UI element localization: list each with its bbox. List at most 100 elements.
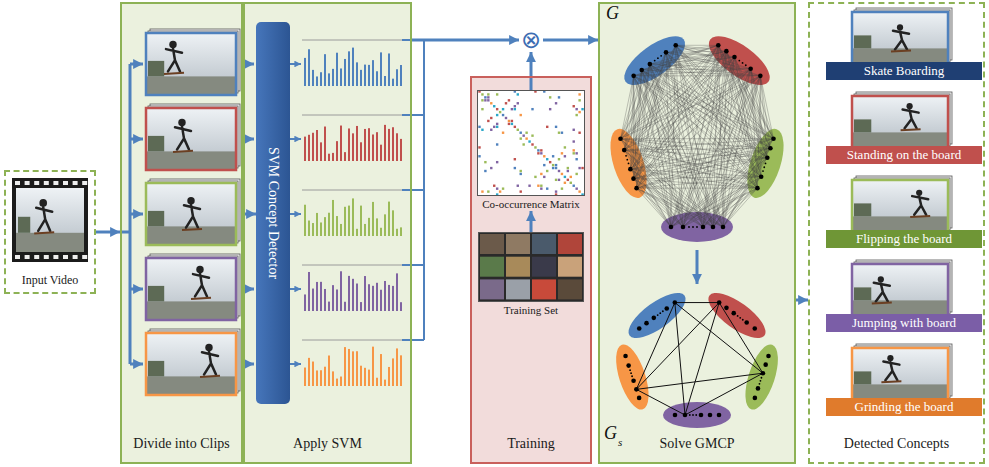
matrix-dot xyxy=(481,93,483,95)
score-bar xyxy=(372,60,374,86)
matrix-dot xyxy=(534,146,536,148)
graph-ellipsis xyxy=(745,64,747,66)
score-bar xyxy=(344,207,346,236)
skateboard xyxy=(200,376,220,377)
score-bar xyxy=(344,152,346,161)
score-arrow xyxy=(290,363,301,365)
score-bar xyxy=(364,368,366,386)
matrix-dot xyxy=(517,93,519,95)
frame-sky xyxy=(852,12,948,64)
matrix-dot xyxy=(573,140,575,142)
concept-cluster xyxy=(663,402,731,428)
concept-cluster xyxy=(622,285,692,346)
frame-border xyxy=(146,333,236,395)
score-bar xyxy=(400,355,402,386)
score-bar xyxy=(328,154,330,161)
skater-head xyxy=(205,344,212,351)
video-frame xyxy=(146,329,240,395)
graph-ellipsis xyxy=(629,369,631,371)
skateboard xyxy=(164,73,184,74)
graph-node xyxy=(628,167,633,172)
score-bar xyxy=(328,213,330,236)
frame-sky xyxy=(852,96,948,148)
graph-edge xyxy=(685,373,763,415)
flow-arrow xyxy=(530,52,533,90)
score-bar xyxy=(360,302,362,311)
graph-ellipsis xyxy=(626,159,628,161)
matrix-dot xyxy=(564,176,566,178)
score-bar xyxy=(324,217,326,236)
graph-edge xyxy=(671,69,751,227)
matrix-dot xyxy=(520,170,522,172)
flow-arrow xyxy=(412,39,519,42)
score-bar xyxy=(348,51,350,86)
graph-ellipsis xyxy=(662,310,664,312)
node-label: Jumping with board xyxy=(852,315,956,331)
graph-edge xyxy=(719,303,763,374)
film-frame xyxy=(478,232,584,302)
score-bar xyxy=(352,351,354,386)
concept-cluster xyxy=(702,285,772,346)
matrix-dot xyxy=(573,152,575,154)
graph-edge xyxy=(671,76,760,227)
matrix-dot xyxy=(496,187,498,189)
film-hole xyxy=(82,181,87,185)
graph-edge xyxy=(620,139,723,227)
graph-ellipsis xyxy=(657,57,659,59)
graph-edge xyxy=(624,150,683,227)
score-bar xyxy=(312,289,314,311)
score-bar xyxy=(340,271,342,311)
matrix-dot xyxy=(578,93,580,95)
graph-node xyxy=(648,62,653,67)
graph-edge xyxy=(760,76,770,148)
graph-ellipsis xyxy=(696,226,698,228)
matrix-dot xyxy=(578,111,580,113)
graph-node xyxy=(763,362,768,367)
matrix-dot xyxy=(508,99,510,101)
matrix-dot xyxy=(558,158,560,160)
frame-border xyxy=(852,264,948,316)
graph-edge xyxy=(637,57,735,188)
graph-node xyxy=(758,74,763,79)
graph-node xyxy=(717,413,722,418)
stage-panel: Solve GMCP xyxy=(598,2,796,464)
matrix-dot xyxy=(575,114,577,116)
graph-edge xyxy=(633,76,760,179)
score-bar xyxy=(352,279,354,311)
label-anchor: G xyxy=(606,4,619,24)
score-bar xyxy=(384,76,386,86)
stage-panel: Divide into Clips xyxy=(120,2,243,464)
graph-edge xyxy=(620,139,703,227)
matrix-dot xyxy=(549,108,551,110)
matrix-dot xyxy=(496,161,498,163)
score-bar xyxy=(376,378,378,386)
matrix-dot xyxy=(555,179,557,181)
matrix-dot xyxy=(561,187,563,189)
matrix-dot xyxy=(540,187,542,189)
matrix-ground xyxy=(478,90,584,196)
skateboard xyxy=(891,50,911,51)
matrix-dot xyxy=(540,173,542,175)
matrix-dot xyxy=(564,155,566,157)
graph-edge xyxy=(637,188,703,227)
matrix-dot xyxy=(552,167,554,169)
graph-edge xyxy=(671,188,757,227)
graph-node xyxy=(673,413,678,418)
film-hole xyxy=(34,255,39,259)
matrix-dot xyxy=(528,185,530,187)
matrix-dot xyxy=(508,120,510,122)
matrix-dot xyxy=(517,185,519,187)
graph-ellipsis xyxy=(762,170,764,172)
graph-edge xyxy=(624,69,750,150)
video-frame xyxy=(852,176,952,232)
graph-edge xyxy=(723,188,757,227)
score-bar xyxy=(332,69,334,86)
score-bar xyxy=(380,228,382,236)
score-bar xyxy=(316,130,318,161)
panel-fill xyxy=(598,2,796,464)
frame-trees xyxy=(148,136,164,152)
score-bar xyxy=(368,284,370,311)
node-label: Solve GMCP xyxy=(659,436,734,452)
concept-cluster xyxy=(739,341,785,414)
